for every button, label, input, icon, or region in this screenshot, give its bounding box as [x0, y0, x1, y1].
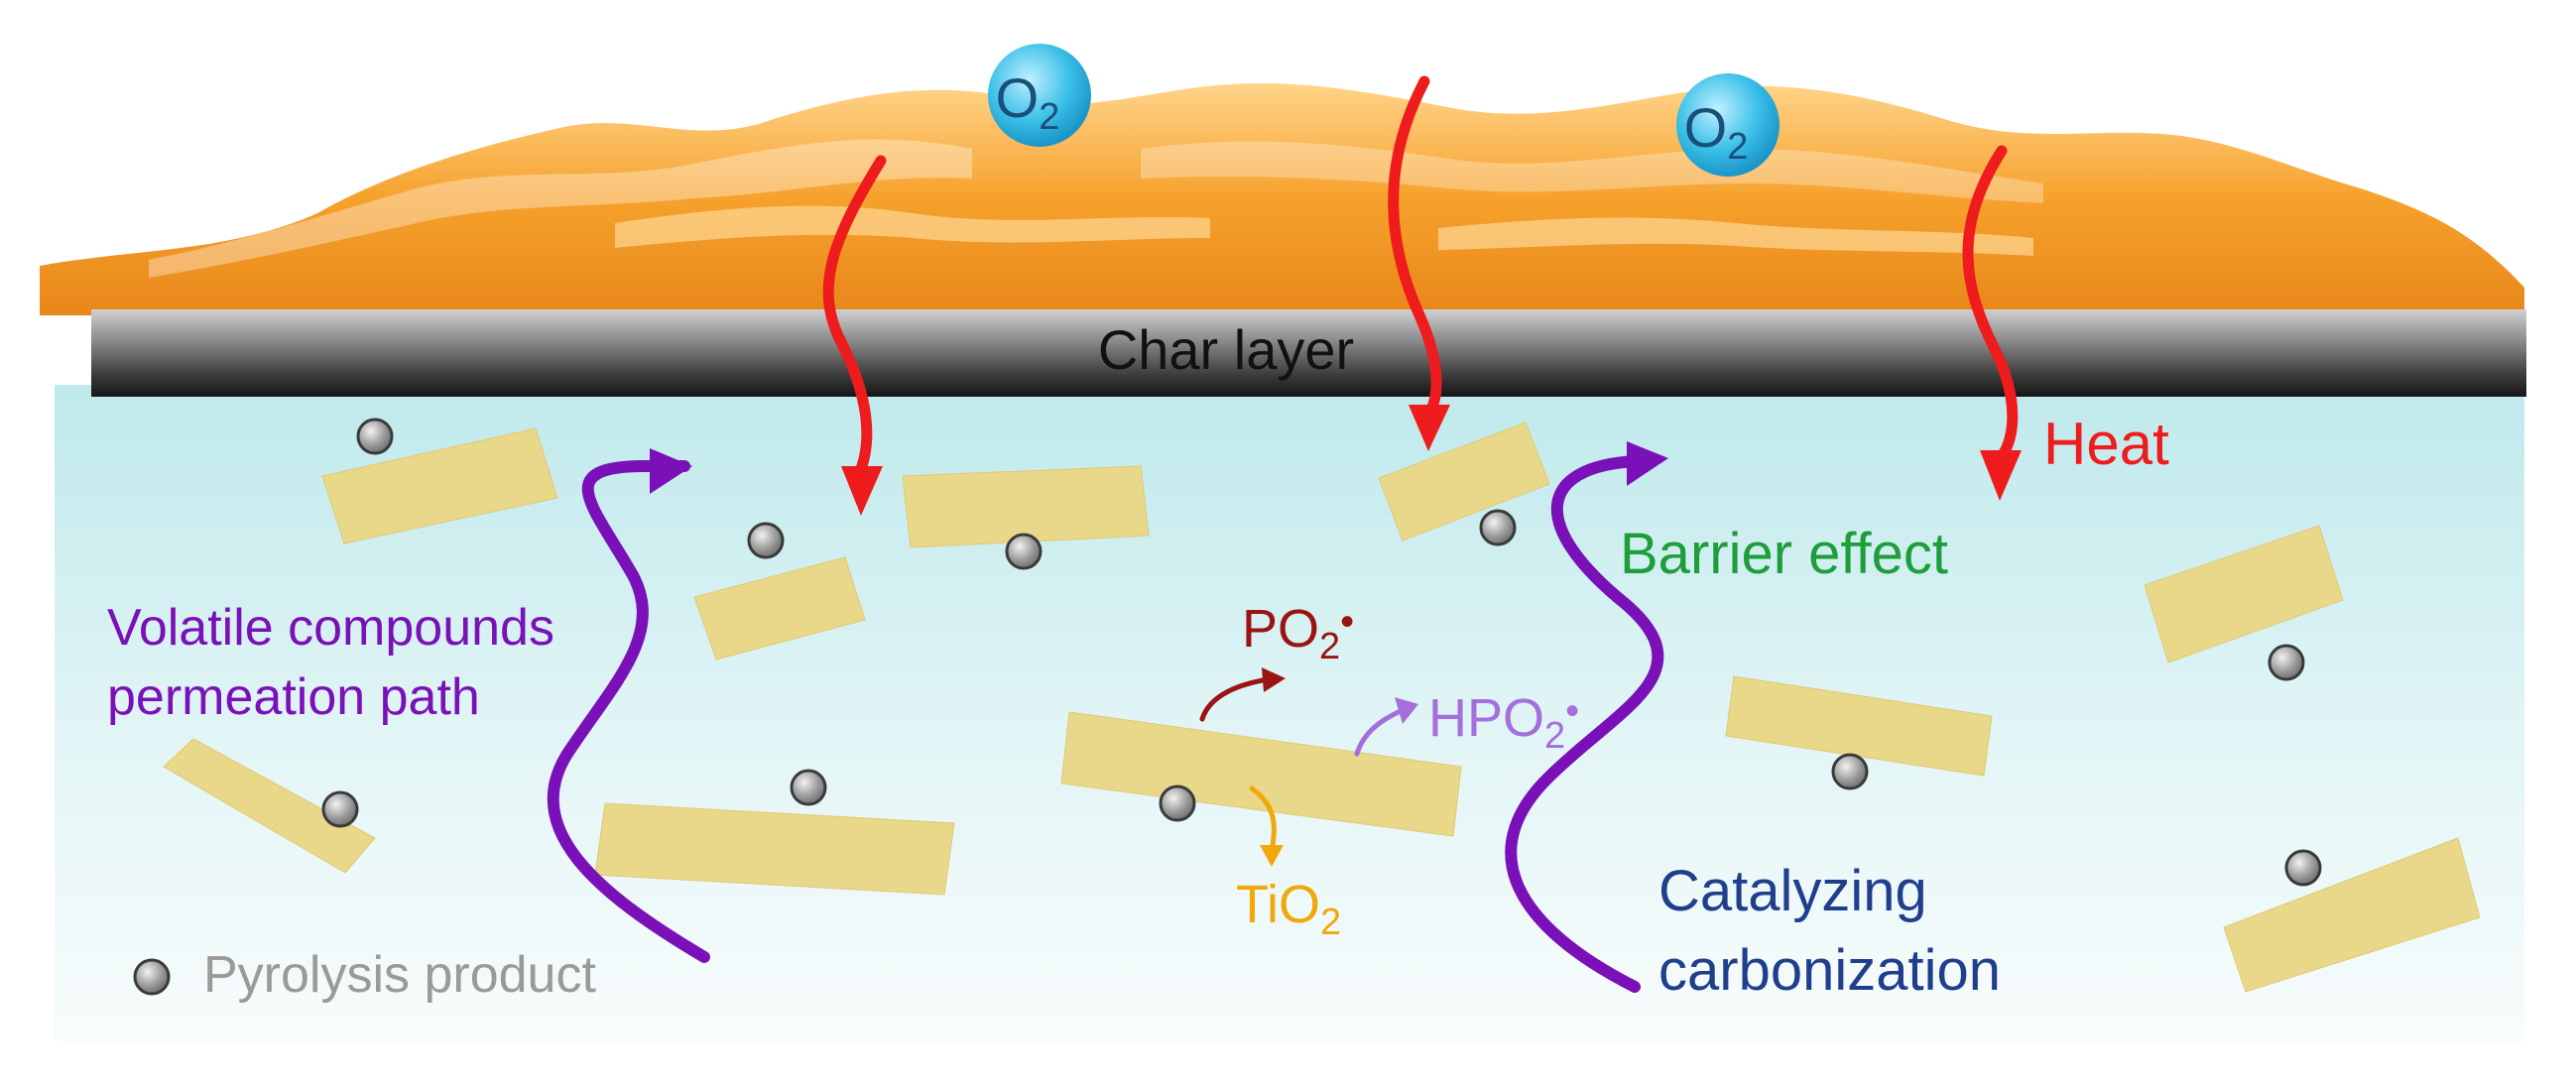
svg-text:O2: O2	[996, 66, 1060, 138]
char-layer	[91, 309, 2526, 397]
po2-radical-dot: •	[1340, 600, 1354, 644]
svg-text:TiO2: TiO2	[1236, 875, 1341, 943]
svg-text:O2: O2	[1684, 96, 1749, 168]
pyrolysis-particle	[2284, 849, 2322, 887]
heat-arrow	[1388, 75, 1442, 421]
volatile-compounds-label-line2: permeation path	[107, 668, 480, 726]
reaction-arrows	[1199, 667, 1418, 867]
flake	[1060, 711, 1462, 837]
hpo2-release-arrow	[1354, 707, 1406, 757]
po2-release-arrow	[1199, 676, 1271, 722]
o2-label: O	[1684, 96, 1728, 159]
catalyzing-carbonization-label-line1: Catalyzing	[1658, 859, 1927, 923]
barrier-effect-label: Barrier effect	[1620, 522, 1948, 586]
po2-label: PO	[1242, 599, 1319, 659]
heat-arrow	[1962, 145, 2019, 464]
pyrolysis-particle	[790, 769, 827, 806]
flame-region	[40, 83, 2524, 315]
pyrolysis-legend-icon	[133, 958, 171, 996]
flake	[163, 738, 376, 874]
pyrolysis-particle	[747, 522, 785, 559]
hpo2-release-arrow-head	[1395, 697, 1418, 724]
o2-label: O	[996, 66, 1040, 129]
svg-text:PO2•: PO2•	[1242, 599, 1354, 667]
flake	[594, 802, 955, 896]
catalyzing-carbonization-label-line2: carbonization	[1658, 938, 2001, 1003]
pyrolysis-product-legend-label: Pyrolysis product	[203, 946, 596, 1004]
po2-subscript: 2	[1319, 626, 1340, 667]
volatile-path	[547, 460, 710, 963]
flakes	[163, 422, 2481, 993]
pyrolysis-particle	[1159, 784, 1196, 822]
pyrolysis-particle	[321, 790, 359, 828]
volatile-arrow-head	[650, 448, 692, 494]
heat-arrow	[822, 155, 887, 480]
tio2-label: TiO	[1236, 875, 1320, 934]
hpo2-subscript: 2	[1544, 715, 1565, 757]
svg-text:HPO2•: HPO2•	[1428, 688, 1579, 757]
pyrolysis-particle	[1005, 533, 1043, 570]
char-layer-label: Char layer	[1098, 318, 1354, 381]
flake	[1725, 675, 1993, 777]
hpo2-radical-dot: •	[1565, 689, 1579, 733]
heat-arrows	[822, 75, 2022, 516]
heat-label: Heat	[2043, 411, 2169, 477]
po2-release-arrow-head	[1262, 667, 1286, 692]
pyrolysis-particle	[2268, 644, 2305, 681]
o2-subscript: 2	[1727, 126, 1748, 168]
volatile-paths	[547, 455, 1664, 993]
flake	[2144, 525, 2344, 664]
flake	[1378, 422, 1550, 542]
volatile-arrow-head	[1627, 441, 1668, 486]
pyrolysis-particle	[1831, 753, 1869, 790]
flake	[902, 465, 1150, 548]
flake	[321, 427, 558, 544]
flake	[2223, 837, 2481, 993]
volatile-compounds-label-line1: Volatile compounds	[107, 599, 554, 657]
tio2-release-arrow-head	[1260, 845, 1284, 867]
o2-subscript: 2	[1039, 96, 1059, 138]
heat-arrow-head	[841, 466, 883, 516]
heat-arrow-head	[1980, 450, 2022, 501]
pyrolysis-particles	[133, 418, 2322, 996]
o2-bubble: O2	[988, 44, 1091, 147]
tio2-subscript: 2	[1320, 902, 1341, 943]
o2-bubble: O2	[1676, 73, 1779, 177]
heat-arrow-head	[1409, 405, 1450, 451]
volatile-path	[1505, 455, 1664, 993]
flake	[693, 556, 866, 661]
hpo2-label: HPO	[1428, 688, 1544, 748]
pyrolysis-particle	[356, 418, 394, 455]
pyrolysis-particle	[1479, 509, 1517, 546]
